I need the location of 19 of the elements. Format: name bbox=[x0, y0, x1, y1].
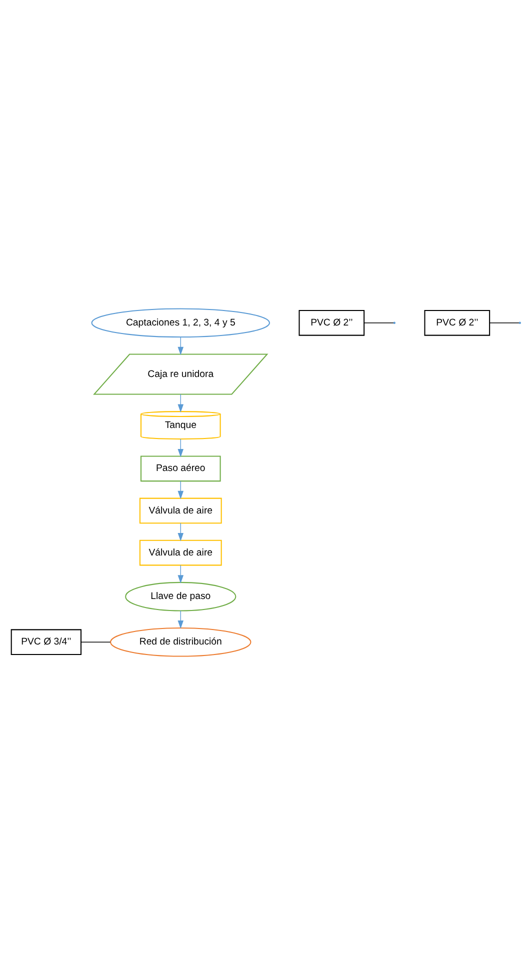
arrow bbox=[178, 438, 184, 457]
node-ellipse: Llave de paso bbox=[125, 581, 236, 611]
arrow bbox=[178, 522, 184, 541]
arrow bbox=[178, 336, 184, 355]
connector bbox=[489, 322, 520, 323]
node-ellipse: Red de distribución bbox=[110, 626, 252, 656]
node-box: PVC Ø 2’’ bbox=[424, 309, 490, 336]
node-box: PVC Ø 2’’ bbox=[298, 309, 365, 336]
node-box: Válvula de aire bbox=[139, 539, 222, 566]
node-box: Válvula de aire bbox=[139, 497, 222, 524]
arrow bbox=[178, 610, 184, 628]
node-box: Paso aéreo bbox=[140, 455, 221, 482]
arrow bbox=[178, 393, 184, 412]
arrow bbox=[178, 564, 184, 583]
connector bbox=[80, 641, 111, 642]
connector bbox=[364, 322, 394, 323]
node-ellipse: Captaciones 1, 2, 3, 4 y 5 bbox=[91, 308, 270, 338]
node-box: PVC Ø 3/4’’ bbox=[10, 628, 82, 655]
arrow bbox=[178, 480, 184, 499]
